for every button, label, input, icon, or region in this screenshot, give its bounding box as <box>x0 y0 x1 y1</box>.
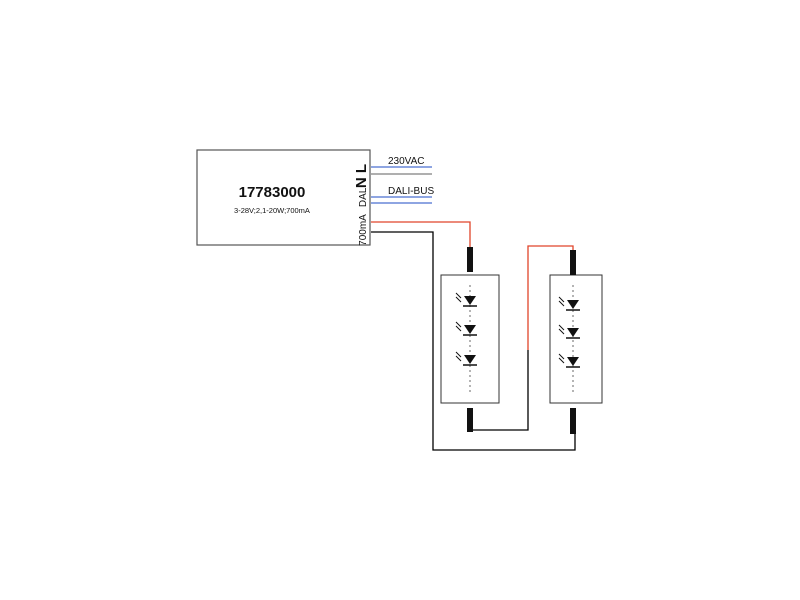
terminal-label-output: 700mA <box>358 214 369 246</box>
led-symbol-icon <box>558 324 580 339</box>
led-symbol-icon <box>455 351 477 366</box>
terminal-bottom <box>467 408 473 432</box>
terminal-top <box>570 250 576 275</box>
module-outline <box>549 274 603 404</box>
led-symbol-icon <box>558 353 580 368</box>
terminal-top <box>467 247 473 272</box>
mains-wires: 230VAC <box>371 156 432 175</box>
led-driver: 17783000 3-28V;2,1-20W;700mA N L DALI 70… <box>196 149 371 246</box>
led-symbol-icon <box>455 321 477 336</box>
driver-model: 17783000 <box>239 184 306 201</box>
terminal-label-mains: N L <box>353 164 370 188</box>
led-symbol-icon <box>455 292 477 307</box>
positive-wire <box>371 221 471 255</box>
led-symbol-icon <box>558 296 580 311</box>
terminal-bottom <box>570 408 576 434</box>
led-module-1 <box>440 247 500 432</box>
dali-bus-label: DALI-BUS <box>388 186 434 197</box>
negative-wire <box>371 231 576 451</box>
terminal-label-dali: DALI <box>358 185 369 207</box>
led-modules <box>440 247 603 434</box>
driver-box <box>196 149 371 246</box>
led-module-2 <box>549 250 603 434</box>
driver-spec: 3-28V;2,1-20W;700mA <box>234 206 310 215</box>
dali-bus-wires: DALI-BUS <box>371 186 434 204</box>
mains-label: 230VAC <box>388 156 425 167</box>
module-outline <box>440 274 500 404</box>
